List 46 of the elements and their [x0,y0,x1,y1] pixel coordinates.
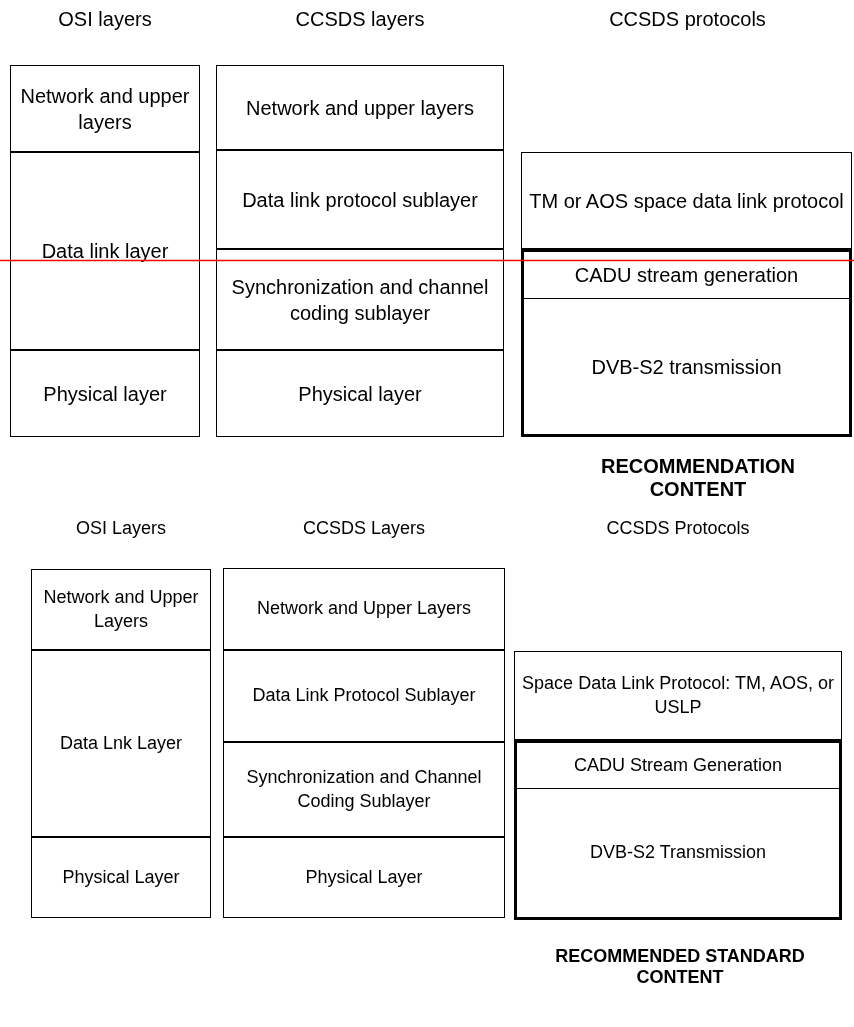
layer-label: TM or AOS space data link protocol [528,188,845,214]
layer-box [10,350,200,437]
content-caption: RECOMMENDED STANDARD CONTENT [554,946,806,988]
column-heading: CCSDS protocols [608,8,767,31]
layer-label: Network and upper layers [19,83,191,135]
layer-label: DVB-S2 Transmission [588,841,768,865]
content-caption: RECOMMENDATION CONTENT [599,455,797,501]
column-heading: OSI layers [57,8,153,31]
layer-label: Physical Layer [304,865,424,889]
layer-label: Data link protocol sublayer [241,187,479,213]
recommendation-frame [521,249,852,437]
layer-box [31,650,211,837]
layer-label: Synchronization and Channel Coding Sublayer [245,766,483,813]
layer-box [216,249,504,350]
layer-box [514,651,842,740]
layer-label: CADU stream generation [573,263,800,288]
layer-box [216,350,504,437]
layer-label: Space Data Link Protocol: TM, AOS, or USLP [521,672,835,719]
layer-label: Data link layer [40,239,170,264]
layer-box [223,568,505,650]
layer-label: Network and Upper Layers [255,597,473,621]
layer-label: Physical Layer [61,865,181,889]
layer-box [31,569,211,650]
layer-box [521,152,852,249]
layer-box [216,65,504,150]
layer-box [223,837,505,918]
layer-label: Network and Upper Layers [42,586,200,633]
layer-label: Physical layer [297,381,423,407]
column-heading: CCSDS layers [294,8,426,31]
layer-box [223,650,505,742]
layer-label: DVB-S2 transmission [590,354,783,380]
layer-label: Synchronization and channel coding sublayer [230,274,490,326]
recommendation-frame [514,740,842,920]
layer-box [10,65,200,152]
layer-box [223,742,505,837]
column-heading: OSI Layers [74,518,167,539]
layer-box [31,837,211,918]
column-heading: CCSDS Layers [301,518,426,539]
layer-label: CADU Stream Generation [572,753,784,777]
layer-box [10,152,200,350]
layer-label: Data Link Protocol Sublayer [251,684,477,708]
column-heading: CCSDS Protocols [605,518,751,539]
layer-label: Network and upper layers [245,95,475,121]
layer-label: Physical layer [42,381,168,407]
layer-label: Data Lnk Layer [58,731,184,755]
layer-box [216,150,504,249]
